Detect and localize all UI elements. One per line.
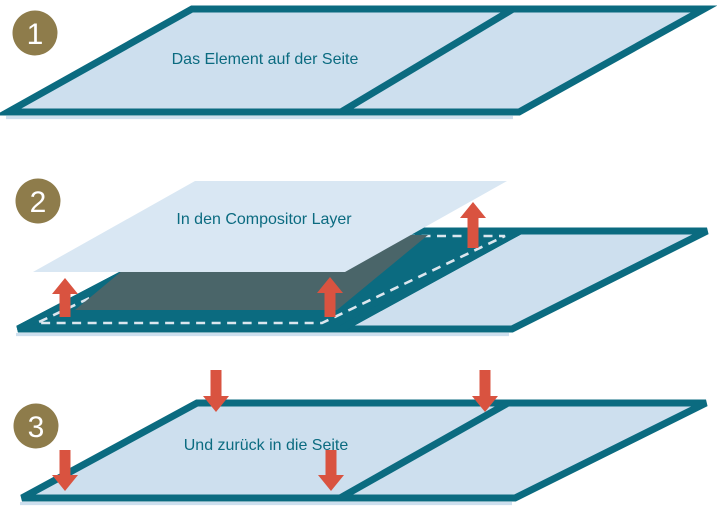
step-3-panel: Und zurück in die Seite 3 <box>13 370 708 506</box>
down-arrow-icon <box>472 370 498 412</box>
step-2-panel: In den Compositor Layer 2 <box>15 178 709 337</box>
up-arrow-icon <box>317 277 343 317</box>
step-2-number: 2 <box>30 186 47 219</box>
step-2-label: In den Compositor Layer <box>176 211 352 228</box>
step-3-label: Und zurück in die Seite <box>184 437 349 454</box>
down-arrow-icon <box>318 450 344 491</box>
page-plane <box>0 5 717 116</box>
up-arrow-icon <box>52 278 78 317</box>
step-2-badge <box>15 178 61 224</box>
step-1-panel: Das Element auf der Seite 1 <box>0 5 717 120</box>
compositor-layer-plane <box>33 181 507 272</box>
down-arrow-icon <box>52 450 78 491</box>
step-1-number: 1 <box>27 18 44 51</box>
step-1-label: Das Element auf der Seite <box>172 51 359 68</box>
down-arrow-icon <box>203 370 229 412</box>
step-3-badge <box>13 403 59 449</box>
up-arrow-icon <box>460 202 486 248</box>
page-divider <box>339 5 515 116</box>
page-plane <box>20 399 708 502</box>
page-divider <box>338 399 510 502</box>
step-1-badge <box>12 10 58 56</box>
step-3-number: 3 <box>28 411 45 444</box>
